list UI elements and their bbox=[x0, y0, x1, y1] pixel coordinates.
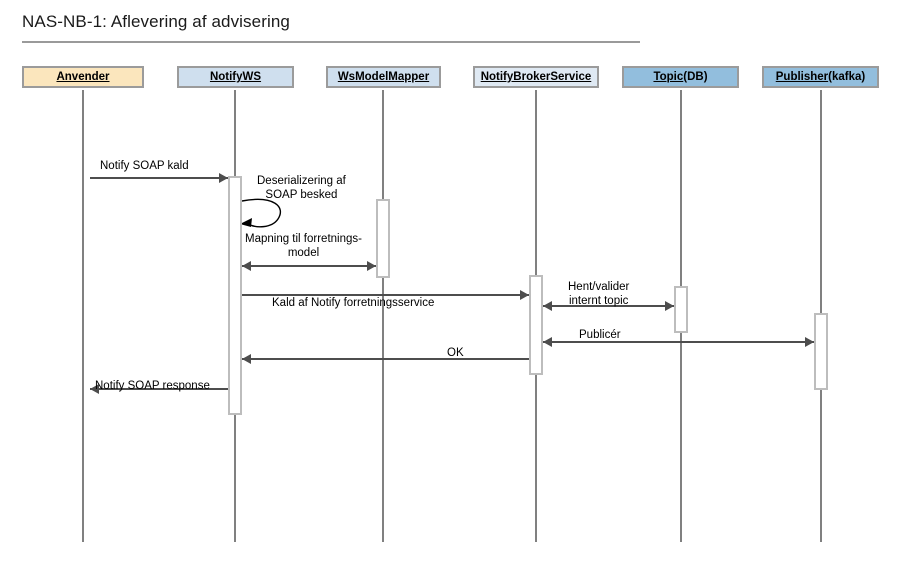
participant-notifybrokerservice[interactable]: NotifyBrokerService bbox=[473, 66, 599, 88]
participant-label-notifyws: NotifyWS bbox=[209, 71, 262, 83]
participant-label-wsmodelmapper: WsModelMapper bbox=[337, 71, 430, 83]
arrowhead-msg-notify-soap-response bbox=[90, 384, 99, 394]
title-divider bbox=[22, 41, 640, 43]
message-line-msg-kald-forretningsservice bbox=[242, 294, 529, 296]
message-label-msg-ok: OK bbox=[447, 347, 464, 359]
participant-suffix-publisher: (kafka) bbox=[828, 71, 866, 83]
self-message-msg-deserializering bbox=[240, 198, 281, 228]
participant-notifyws[interactable]: NotifyWS bbox=[177, 66, 294, 88]
arrowhead-msg-ok bbox=[242, 354, 251, 364]
message-line-msg-hent-valider bbox=[543, 305, 674, 307]
participant-label-anvender: Anvender bbox=[56, 71, 110, 83]
arrowhead-msg-hent-valider-end bbox=[665, 301, 674, 311]
message-line-msg-notify-soap-kald bbox=[90, 177, 228, 179]
activation-bar-publisher bbox=[814, 313, 828, 390]
message-label-msg-kald-forretningsservice: Kald af Notify forretningsservice bbox=[272, 297, 435, 309]
page-title: NAS-NB-1: Aflevering af advisering bbox=[22, 12, 290, 31]
lifeline-wsmodelmapper bbox=[382, 90, 384, 542]
participant-label-topicdb: Topic bbox=[653, 71, 684, 83]
message-label-msg-hent-valider: Hent/valider internt topic bbox=[568, 281, 630, 307]
arrowhead-msg-notify-soap-kald bbox=[219, 173, 228, 183]
lifeline-anvender bbox=[82, 90, 84, 542]
arrowhead-msg-mapning-end bbox=[367, 261, 376, 271]
message-label-msg-publicer: Publicér bbox=[579, 329, 621, 341]
message-line-msg-mapning bbox=[242, 265, 376, 267]
participant-suffix-topicdb: (DB) bbox=[683, 71, 708, 83]
participant-label-publisher: Publisher bbox=[775, 71, 829, 83]
arrowhead-msg-publicer-start bbox=[543, 337, 552, 347]
participant-topicdb[interactable]: Topic(DB) bbox=[622, 66, 739, 88]
participant-publisher[interactable]: Publisher (kafka) bbox=[762, 66, 879, 88]
message-label-msg-mapning: Mapning til forretnings- model bbox=[245, 233, 362, 259]
message-line-msg-ok bbox=[242, 358, 529, 360]
activation-bar-notifyws bbox=[228, 176, 242, 415]
participant-anvender[interactable]: Anvender bbox=[22, 66, 144, 88]
arrowhead-msg-mapning-start bbox=[242, 261, 251, 271]
activation-bar-wsmodelmapper bbox=[376, 199, 390, 278]
message-label-msg-deserializering: Deserializering af SOAP besked bbox=[257, 175, 346, 201]
arrowhead-msg-hent-valider-start bbox=[543, 301, 552, 311]
participant-label-notifybrokerservice: NotifyBrokerService bbox=[480, 71, 592, 83]
activation-bar-notifybrokerservice bbox=[529, 275, 543, 375]
arrowhead-msg-publicer-end bbox=[805, 337, 814, 347]
message-label-msg-notify-soap-kald: Notify SOAP kald bbox=[100, 160, 189, 172]
message-line-msg-publicer bbox=[543, 341, 814, 343]
message-label-msg-notify-soap-response: Notify SOAP response bbox=[95, 380, 210, 392]
arrowhead-msg-kald-forretningsservice bbox=[520, 290, 529, 300]
participant-wsmodelmapper[interactable]: WsModelMapper bbox=[326, 66, 441, 88]
activation-bar-topicdb bbox=[674, 286, 688, 333]
message-line-msg-notify-soap-response bbox=[90, 388, 228, 390]
